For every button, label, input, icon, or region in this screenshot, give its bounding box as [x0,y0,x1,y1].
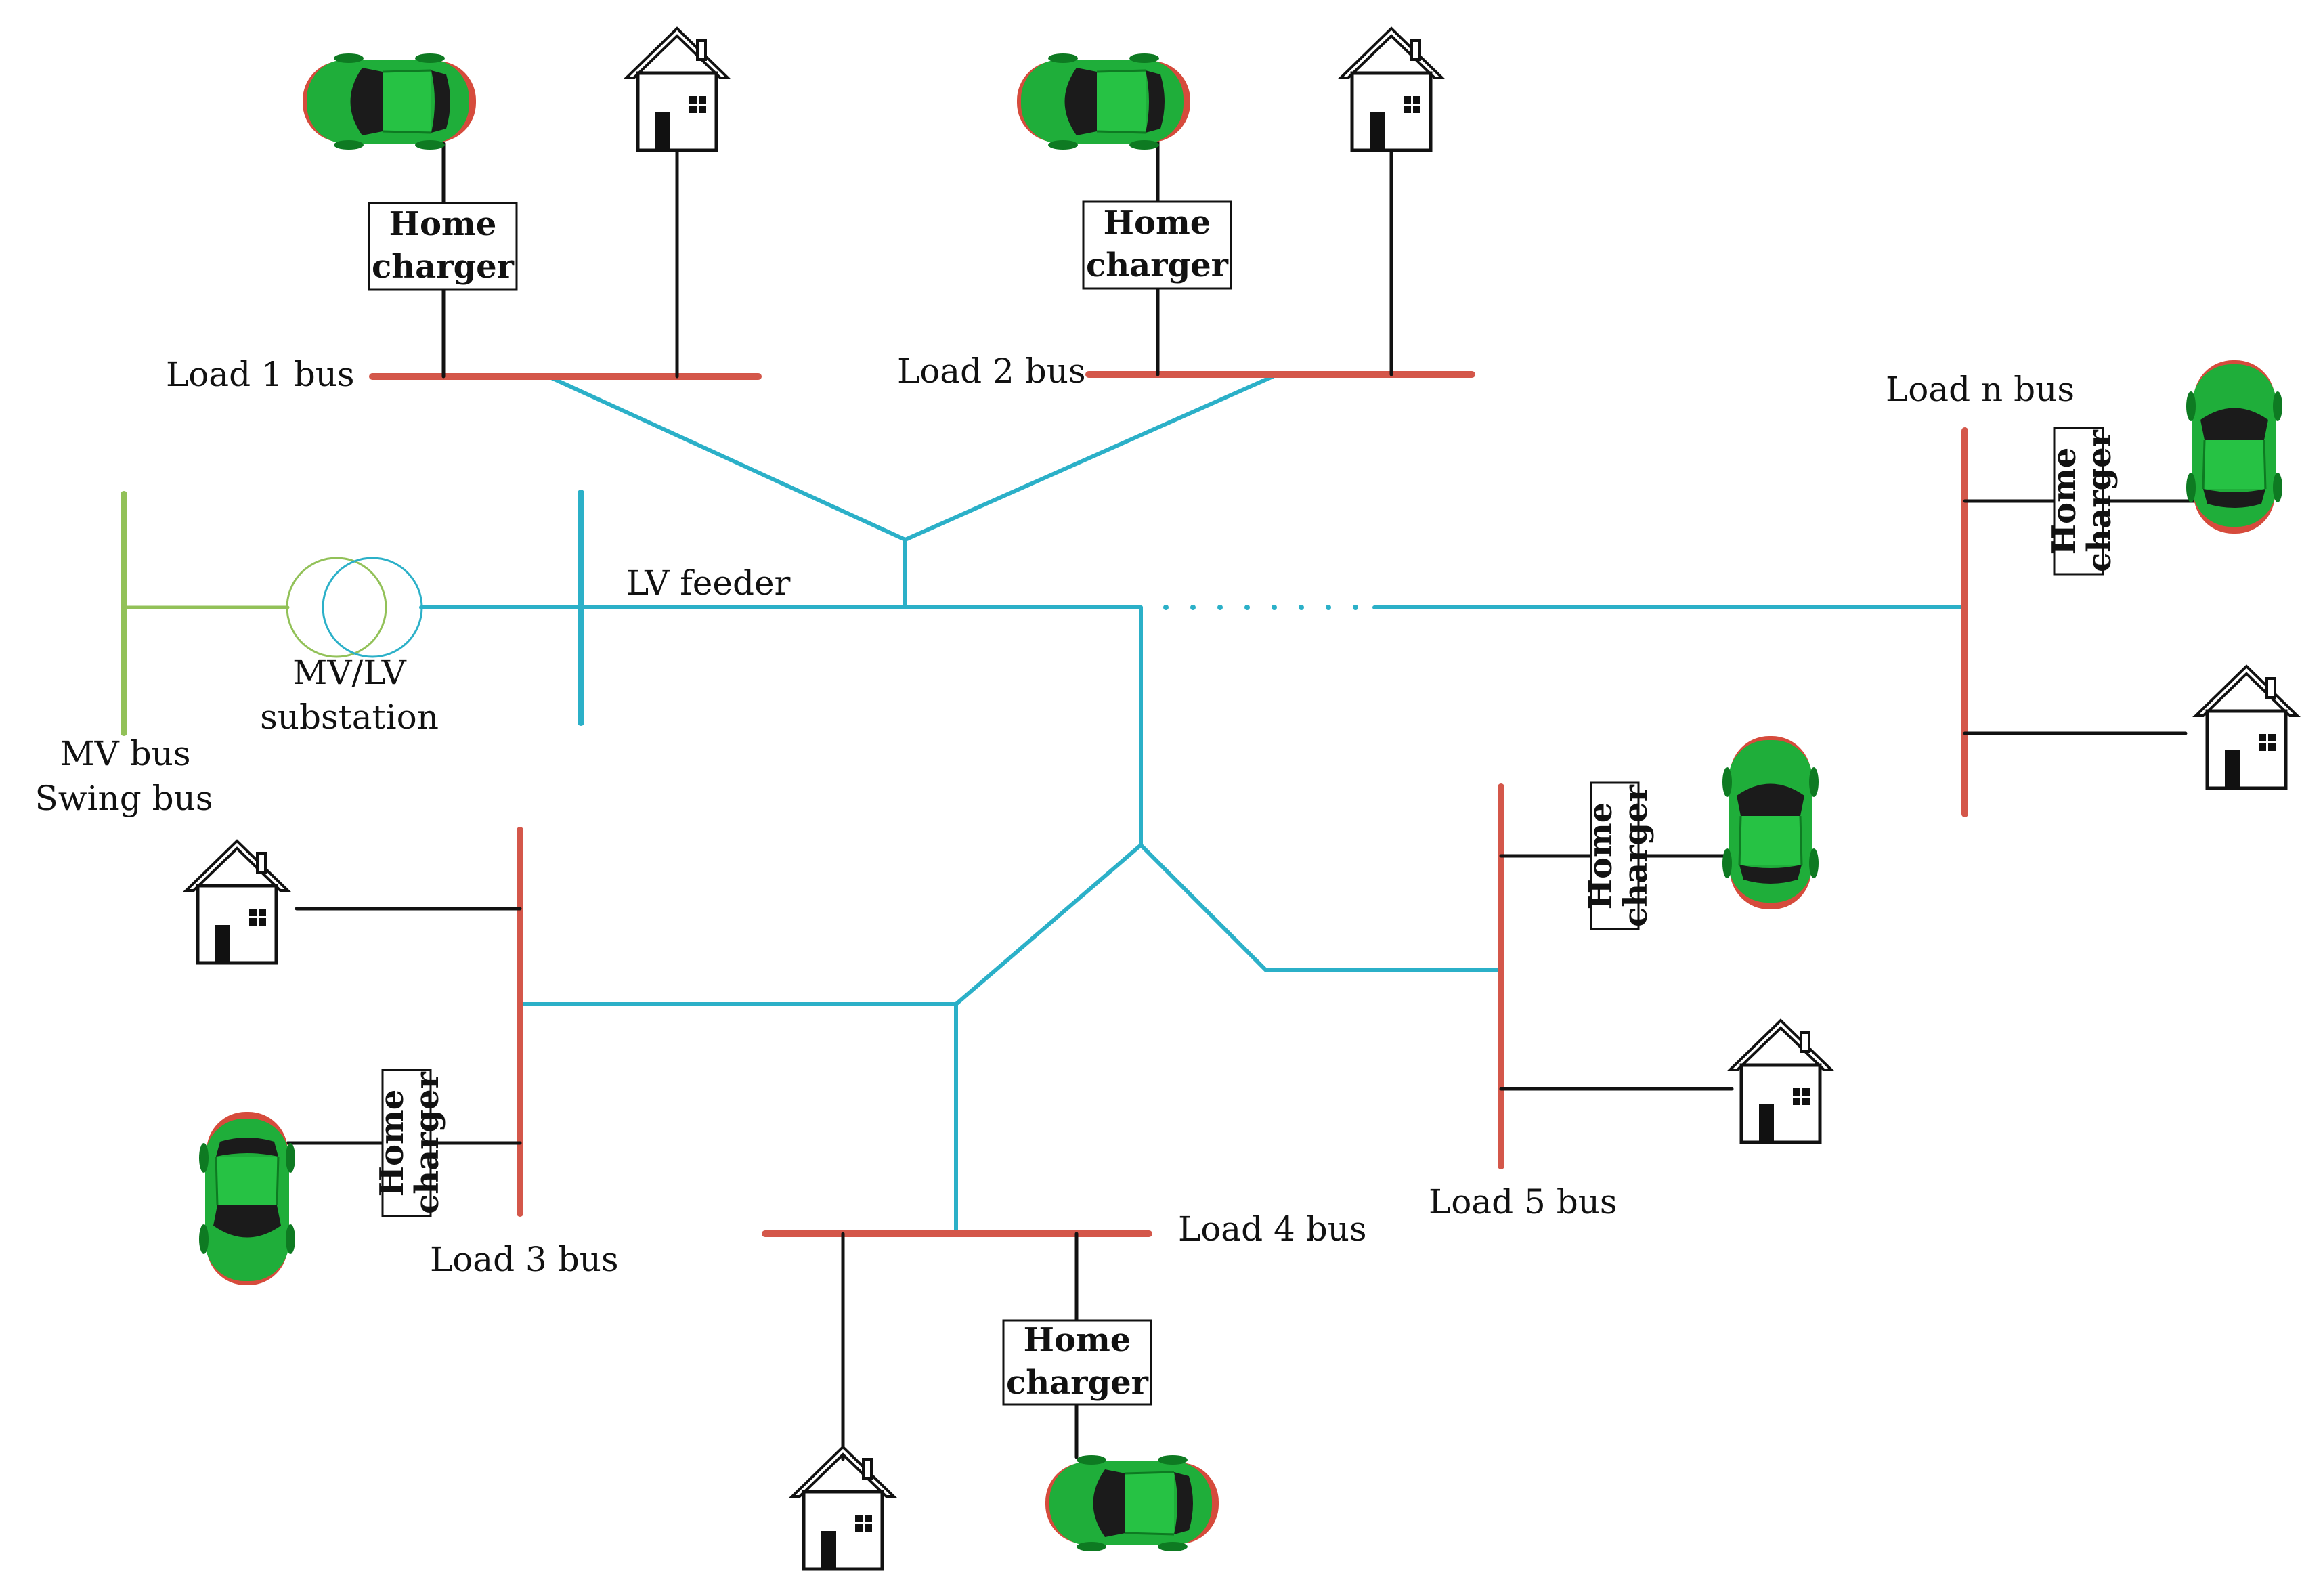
mv-bus-label: MV bus [60,734,190,773]
car-icon [1044,1454,1220,1553]
car-icon [1016,52,1192,151]
house-icon [626,28,728,150]
load-buses [369,371,1968,1237]
charger-label-line2: charger [1006,1364,1149,1402]
load-4-bus-label: Load 4 bus [1178,1209,1367,1249]
load-3-bus-label: Load 3 bus [430,1240,619,1279]
charger-label-line2: charger [372,248,515,286]
house-icon [2196,666,2297,788]
home-charger-load-n: Home charger [2045,427,2119,576]
charger-label-line1: Home [373,1090,411,1197]
home-charger-load5: Home charger [1582,781,1655,930]
home-charger-load3: Home charger [373,1069,446,1217]
charger-label-line1: Home [1582,802,1620,910]
feeder-continuation-dots [1163,605,1358,610]
load-5-bus-label: Load 5 bus [1429,1182,1618,1222]
mv-side [121,491,387,736]
lv-feeder-network [419,374,1966,1236]
charger-label-line1: Home [2045,448,2083,555]
charger-label-line2: charger [1086,246,1229,284]
car-icon [198,1110,297,1287]
feeder-to-load34 [954,843,1143,1006]
lv-feeder-label: LV feeder [626,563,791,603]
transformer-mv-winding [286,557,387,658]
charger-label-line1: Home [389,205,497,243]
load-1-bus-label: Load 1 bus [166,355,355,394]
car-icon [2185,359,2284,535]
charger-label-line1: Home [1024,1321,1131,1359]
charger-label-line2: charger [408,1071,446,1214]
house-icon [1341,28,1442,150]
transformer-lv-winding [322,557,423,658]
charger-label-line2: charger [1617,784,1655,927]
substation-label-line2: substation [260,697,439,737]
load-wires [286,140,2200,1461]
load-2-bus-label: Load 2 bus [897,351,1086,391]
car-icon [1721,735,1820,911]
house-icon [186,841,288,963]
load-n-bus-label: Load n bus [1886,370,2075,409]
substation-label-line1: MV/LV [292,653,406,692]
feeder-to-load2 [903,374,1275,542]
charger-label-line2: charger [2081,429,2119,572]
feeder-to-load5 [1139,843,1500,972]
home-charger-load1: Home charger [368,202,518,291]
charger-label-line1: Home [1104,204,1211,242]
home-charger-load4: Home charger [1002,1319,1152,1406]
house-icon [1730,1020,1831,1142]
home-charger-load2: Home charger [1082,200,1232,290]
swing-bus-label: Swing bus [35,779,213,818]
house-icon [792,1447,894,1569]
car-icon [301,52,477,151]
feeder-to-load1 [546,374,907,542]
